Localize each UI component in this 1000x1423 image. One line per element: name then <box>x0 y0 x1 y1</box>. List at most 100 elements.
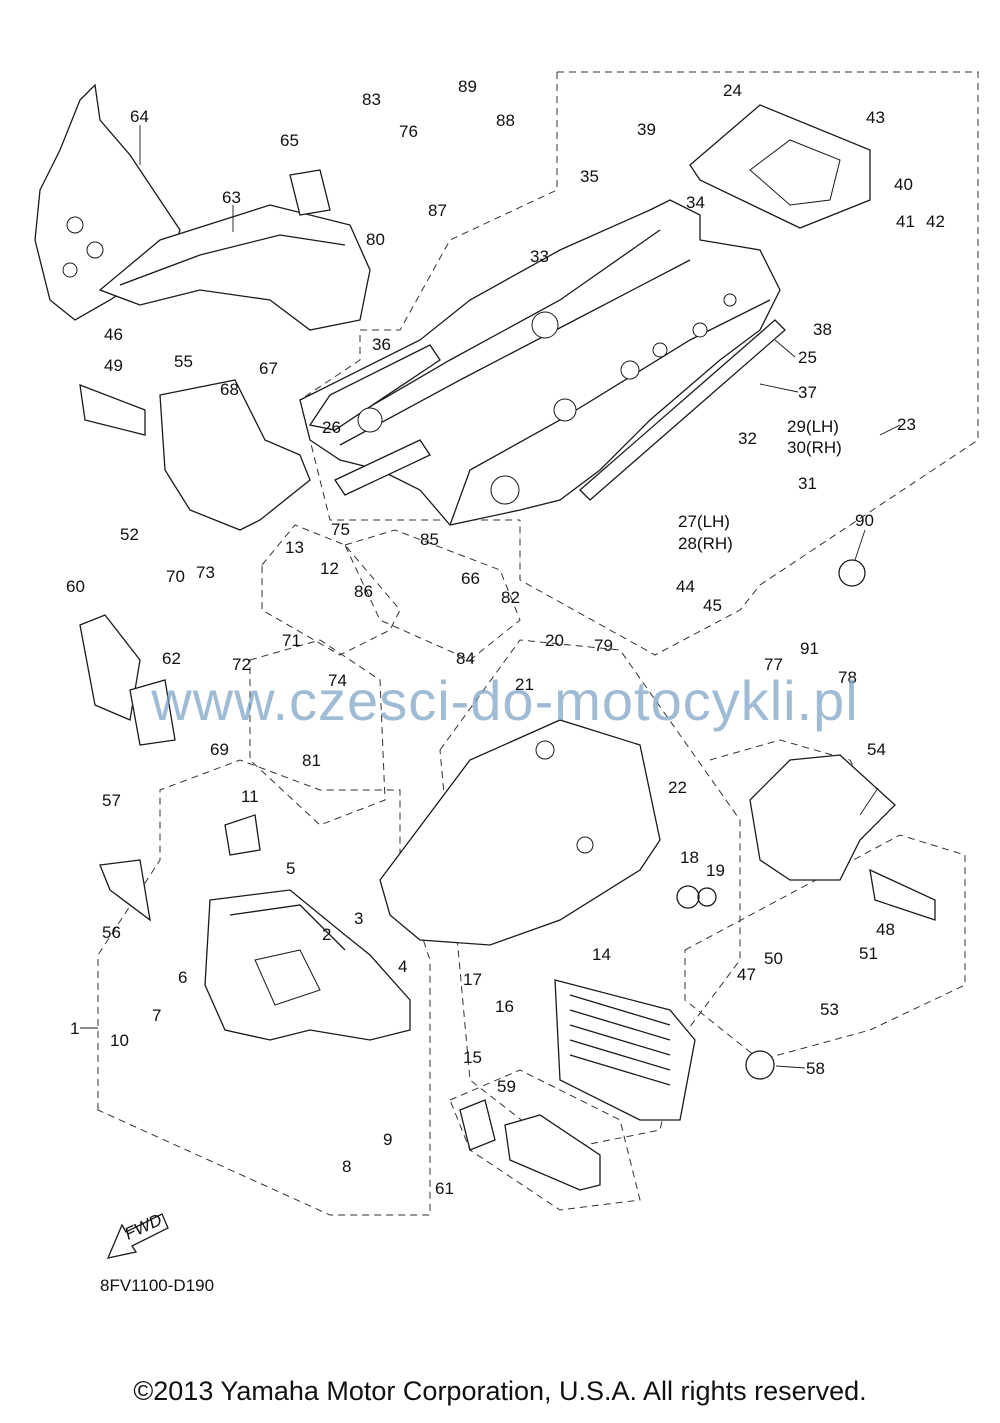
callout-44: 44 <box>676 577 695 596</box>
hub-58 <box>745 1050 775 1080</box>
callout-36: 36 <box>372 335 391 354</box>
callout-61: 61 <box>435 1179 454 1198</box>
tunnel-hole-3 <box>490 475 520 505</box>
callout-3: 3 <box>354 909 363 928</box>
callout-84: 84 <box>456 649 475 668</box>
callout-69: 69 <box>210 740 229 759</box>
callout-37: 37 <box>798 383 817 402</box>
callout-14: 14 <box>592 945 611 964</box>
callout-28: 28(RH) <box>678 534 733 553</box>
tunnel-hole-6 <box>652 342 668 358</box>
callout-90: 90 <box>855 511 874 530</box>
callout-5: 5 <box>286 859 295 878</box>
outline-plate-84 <box>344 529 521 661</box>
tunnel-hole-2 <box>531 311 559 339</box>
callout-30: 30(RH) <box>787 438 842 457</box>
tunnel-hole-1 <box>357 407 383 433</box>
callout-50: 50 <box>764 949 783 968</box>
leader-23 <box>879 424 901 436</box>
callout-35: 35 <box>580 167 599 186</box>
front-plate-hole-1 <box>66 216 84 234</box>
bracket-65 <box>289 169 331 216</box>
leader-lines <box>80 125 901 1069</box>
tunnel-hole-8 <box>723 293 737 307</box>
callout-32: 32 <box>738 429 757 448</box>
copyright-notice: ©2013 Yamaha Motor Corporation, U.S.A. A… <box>133 1376 867 1406</box>
callout-73: 73 <box>196 563 215 582</box>
callout-11: 11 <box>241 787 259 806</box>
mount-54 <box>749 754 896 881</box>
callout-9: 9 <box>383 1130 392 1149</box>
outline-assembly-46-right <box>684 834 966 1061</box>
callout-2: 2 <box>322 925 331 944</box>
callout-80: 80 <box>366 230 385 249</box>
front-suspension-frame <box>79 614 411 1041</box>
callout-34: 34 <box>686 193 705 212</box>
callout-52: 52 <box>120 525 139 544</box>
plate-62 <box>129 679 176 746</box>
lower-rear-frame <box>379 559 866 1191</box>
callout-41: 41 <box>896 212 915 231</box>
callout-86: 86 <box>354 582 373 601</box>
callout-67: 67 <box>259 359 278 378</box>
callout-54: 54 <box>867 740 886 759</box>
callout-89: 89 <box>458 77 477 96</box>
callout-1: 1 <box>70 1019 79 1038</box>
rear-frame-hole-2 <box>576 836 594 854</box>
callout-29: 29(LH) <box>787 417 839 436</box>
callout-66: 66 <box>461 569 480 588</box>
callout-85: 85 <box>420 530 439 549</box>
outline-bracket-12 <box>261 524 401 656</box>
callout-62: 62 <box>162 649 181 668</box>
callout-53: 53 <box>820 1000 839 1019</box>
callout-27: 27(LH) <box>678 512 730 531</box>
callout-48: 48 <box>876 920 895 939</box>
callout-12: 12 <box>320 559 339 578</box>
callout-18: 18 <box>680 848 699 867</box>
leader-37 <box>759 383 799 393</box>
cross-member-63-edge <box>119 234 346 286</box>
callout-65: 65 <box>280 131 299 150</box>
callout-20: 20 <box>545 631 564 650</box>
callout-24: 24 <box>723 81 742 100</box>
fwd-arrow: FWD <box>106 1210 169 1259</box>
plate-49 <box>79 383 146 436</box>
callout-19: 19 <box>706 861 725 880</box>
outline-assembly-23 <box>519 71 979 656</box>
callout-60: 60 <box>66 577 85 596</box>
callout-57: 57 <box>102 791 121 810</box>
callout-87: 87 <box>428 201 447 220</box>
plate-24 <box>689 104 871 229</box>
callout-46: 46 <box>104 325 123 344</box>
rear-frame-body <box>379 719 661 946</box>
callout-77: 77 <box>764 655 783 674</box>
outline-assembly-1 <box>97 759 431 1216</box>
callout-76: 76 <box>399 122 418 141</box>
callout-43: 43 <box>866 108 885 127</box>
cooler-14 <box>554 979 696 1121</box>
front-frame <box>34 83 371 331</box>
callout-88: 88 <box>496 111 515 130</box>
callout-45: 45 <box>703 596 722 615</box>
callout-55: 55 <box>174 352 193 371</box>
callout-33: 33 <box>530 247 549 266</box>
callout-64: 64 <box>130 107 149 126</box>
tunnel-frame <box>299 199 786 526</box>
callout-71: 71 <box>282 631 301 650</box>
watermark: www.czesci-do-motocykli.pl <box>151 669 859 732</box>
callout-22: 22 <box>668 778 687 797</box>
callout-13: 13 <box>285 538 304 557</box>
callout-7: 7 <box>152 1006 161 1025</box>
callout-21: 21 <box>515 675 534 694</box>
callout-68: 68 <box>220 380 239 399</box>
plate-48 <box>869 868 936 921</box>
callout-79: 79 <box>594 636 613 655</box>
callout-74: 74 <box>328 671 347 690</box>
seal-18 <box>676 885 700 909</box>
leader-90 <box>854 529 866 561</box>
callout-42: 42 <box>926 212 945 231</box>
callout-63: 63 <box>222 188 241 207</box>
ring-90 <box>838 559 866 587</box>
rear-frame-hole-1 <box>535 740 555 760</box>
callout-59: 59 <box>497 1077 516 1096</box>
